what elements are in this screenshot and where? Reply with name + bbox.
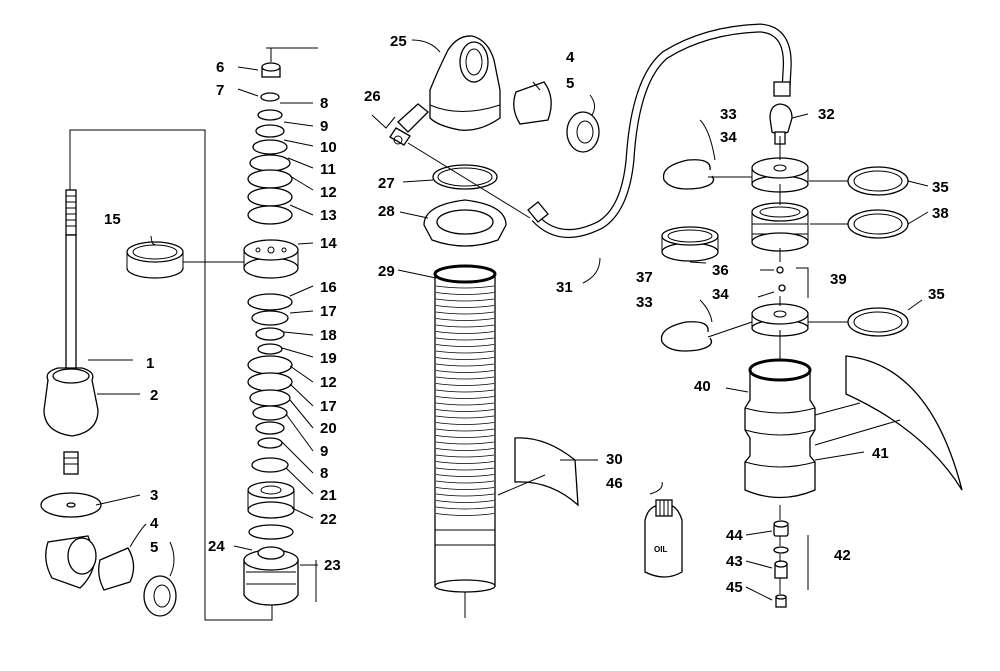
reservoir-cap-28 [423, 199, 507, 247]
callout-31: 31 [556, 279, 573, 296]
base-valve-23 [243, 546, 299, 606]
wear-ring-37 [661, 226, 719, 262]
callout-32: 32 [818, 106, 835, 123]
callout-21: 21 [320, 487, 337, 504]
callout-33-lower: 33 [636, 294, 653, 311]
callout-43: 43 [726, 553, 743, 570]
callout-29: 29 [378, 263, 395, 280]
callout-27: 27 [378, 175, 395, 192]
decal-41 [845, 355, 963, 491]
callout-3: 3 [150, 487, 158, 504]
callout-11: 11 [320, 161, 336, 178]
callout-8-lower: 8 [320, 465, 328, 482]
shim-24 [248, 524, 294, 540]
middle-assembly: OIL [371, 23, 792, 618]
decal-30 [514, 437, 579, 507]
ifp-piston-36 [751, 202, 809, 252]
callout-14: 14 [320, 235, 337, 252]
small-parts [773, 520, 789, 608]
hose-31 [527, 23, 792, 238]
leader-lines-middle [397, 39, 663, 496]
callout-39: 39 [830, 271, 847, 288]
shock-body-29 [433, 264, 497, 618]
callout-25: 25 [390, 33, 407, 50]
callout-36: 36 [712, 262, 729, 279]
callout-28: 28 [378, 203, 395, 220]
callout-18: 18 [320, 327, 337, 344]
leader-lines-left [88, 66, 318, 577]
piston-14 [243, 239, 299, 279]
oil-label: OIL [654, 545, 667, 554]
callout-15: 15 [104, 211, 121, 228]
callout-34-lower: 34 [712, 286, 729, 303]
callout-10: 10 [320, 139, 337, 156]
reservoir-40 [744, 358, 816, 499]
callout-12-lower: 12 [320, 374, 337, 391]
callout-26: 26 [364, 88, 381, 105]
callout-34: 34 [720, 129, 737, 146]
callout-5-upper: 5 [566, 75, 574, 92]
callout-42: 42 [834, 547, 851, 564]
callout-9: 9 [320, 118, 328, 135]
snap-ring-33a [662, 159, 715, 190]
oil-bottle-46: OIL [644, 499, 683, 578]
lower-eye-bushing [45, 535, 177, 617]
leader-lines-right [689, 113, 929, 601]
callout-17-lower: 17 [320, 398, 337, 415]
callout-24: 24 [208, 538, 225, 555]
callout-labels: 1 2 3 4 5 6 7 8 9 10 11 12 13 14 15 16 1… [104, 33, 949, 596]
callout-12: 12 [320, 184, 337, 201]
callout-40: 40 [694, 378, 711, 395]
end-cap-34a [751, 157, 809, 193]
callout-9-lower: 9 [320, 443, 328, 460]
snap-ring-33b [660, 321, 713, 352]
callout-5: 5 [150, 539, 158, 556]
callout-33: 33 [720, 106, 737, 123]
callout-19: 19 [320, 350, 337, 367]
callout-4: 4 [150, 515, 159, 532]
callout-44: 44 [726, 527, 743, 544]
callout-38: 38 [932, 205, 949, 222]
callout-35: 35 [932, 179, 949, 196]
callout-13: 13 [320, 207, 337, 224]
shim-stack-upper [247, 62, 293, 225]
callout-30: 30 [606, 451, 623, 468]
callout-41: 41 [872, 445, 889, 462]
right-assembly [660, 103, 963, 608]
upper-bushing [513, 81, 600, 153]
left-assembly [40, 47, 318, 621]
screw-39a [776, 266, 784, 274]
callout-45: 45 [726, 579, 743, 596]
washer-3 [40, 492, 102, 518]
o-ring-27 [432, 164, 498, 190]
callout-4-upper: 4 [566, 49, 575, 66]
shim-stack-lower [247, 293, 293, 473]
screw-39b [778, 284, 786, 292]
piston-rod [65, 189, 77, 376]
callout-22: 22 [320, 511, 337, 528]
callout-17: 17 [320, 303, 337, 320]
callout-35-lower: 35 [928, 286, 945, 303]
callout-46: 46 [606, 475, 623, 492]
callout-23: 23 [324, 557, 341, 574]
callout-6: 6 [216, 59, 224, 76]
callout-16: 16 [320, 279, 337, 296]
callout-20: 20 [320, 420, 337, 437]
callout-1: 1 [146, 355, 154, 372]
bump-stop [43, 367, 99, 475]
schrader-valve-32 [769, 103, 793, 145]
retaining-ring-15 [126, 241, 184, 279]
callout-8: 8 [320, 95, 328, 112]
hose-fitting-26 [389, 103, 429, 146]
spacer-22 [247, 481, 295, 519]
upper-mount-eye [429, 35, 501, 131]
callout-7: 7 [216, 82, 224, 99]
callout-2: 2 [150, 387, 158, 404]
callout-37: 37 [636, 269, 653, 286]
